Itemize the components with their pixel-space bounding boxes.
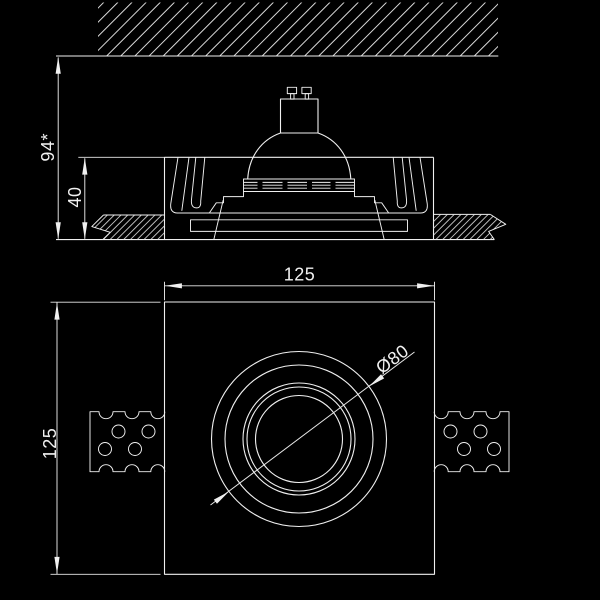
tab-left-hole-4 (128, 442, 142, 456)
circle-lamp-face (254, 394, 344, 484)
housing-section (56, 156, 495, 241)
dim-125h-arrow-left (164, 283, 182, 289)
plasterboard-left (91, 214, 165, 240)
dim-d80-arrow-upper (367, 374, 385, 389)
mounting-tab-left (89, 411, 166, 473)
dim-40-arrow-bottom (82, 222, 88, 240)
circle-recess-ring (224, 364, 374, 514)
tab-right-hole-2 (473, 424, 488, 439)
dim-94-label: 94* (38, 133, 58, 162)
tab-right-hole-1 (443, 424, 458, 439)
mounting-tab-right (433, 411, 510, 473)
dimension-recess-depth: 40 (65, 156, 165, 240)
circle-trim-inner (246, 386, 352, 492)
break-line-right (488, 213, 507, 240)
tab-left-hole-3 (98, 442, 112, 456)
tab-right-outline (433, 411, 510, 473)
dimension-width: 125 (164, 265, 435, 301)
section-view: 94* 40 (38, 2, 507, 241)
break-line-left (91, 214, 111, 240)
lamp-base-block (279, 98, 319, 134)
bottom-lip (190, 219, 408, 232)
cavity-wall-inner-right (408, 157, 417, 211)
lamp-bell-left (247, 132, 281, 180)
dim-125h-arrow-right (417, 283, 435, 289)
aperture-circles (210, 350, 388, 528)
lamp-seat-step-left (208, 191, 244, 214)
tab-left-hole-2 (141, 424, 156, 439)
dim-125h-extensions (164, 281, 435, 301)
lamp-pin-cap-left (286, 86, 298, 95)
dim-94-arrow-bottom (55, 222, 61, 240)
circle-aperture-80 (210, 350, 388, 528)
lamp-seat-step-right (354, 191, 390, 214)
lamp-pin-stem-right (304, 93, 310, 100)
tab-right-hole-4 (487, 442, 501, 456)
tab-left-hole-1 (111, 424, 126, 439)
dim-125v-label: 125 (40, 428, 60, 460)
plan-view: Ø80 125 125 (40, 265, 510, 575)
dim-125v-arrow-top (54, 302, 60, 320)
cavity-wall-inner-left (181, 157, 190, 211)
cavity-wall-and-floor (170, 157, 428, 214)
dim-125h-label: 125 (284, 265, 316, 285)
dim-40-arrow-top (82, 157, 88, 175)
dim-125v-extensions (50, 301, 161, 575)
circle-trim-outer (242, 382, 356, 496)
clip-groove-left (190, 157, 206, 209)
dim-94-arrow-top (55, 56, 61, 74)
dim-d80-label: Ø80 (372, 341, 412, 378)
tab-right-hole-3 (457, 442, 471, 456)
tab-left-outline (89, 411, 166, 473)
dimension-overall-height: 94* (38, 56, 61, 240)
lamp-bell-right (317, 132, 352, 180)
clip-groove-right (392, 157, 408, 209)
dim-125v-arrow-bottom (54, 556, 60, 574)
ceiling-slab-hatch (98, 2, 498, 56)
lamp-pin-cap-right (301, 86, 312, 95)
plasterboard-right-hatch (433, 214, 506, 240)
lamp-pin-stem-left (290, 93, 295, 100)
dimension-height: 125 (40, 301, 161, 575)
lamp-gu10 (243, 86, 355, 192)
plasterboard-left-hatch (91, 215, 165, 240)
plasterboard-right (433, 213, 507, 240)
plan-square-body (163, 301, 436, 575)
dim-40-label: 40 (65, 186, 85, 207)
